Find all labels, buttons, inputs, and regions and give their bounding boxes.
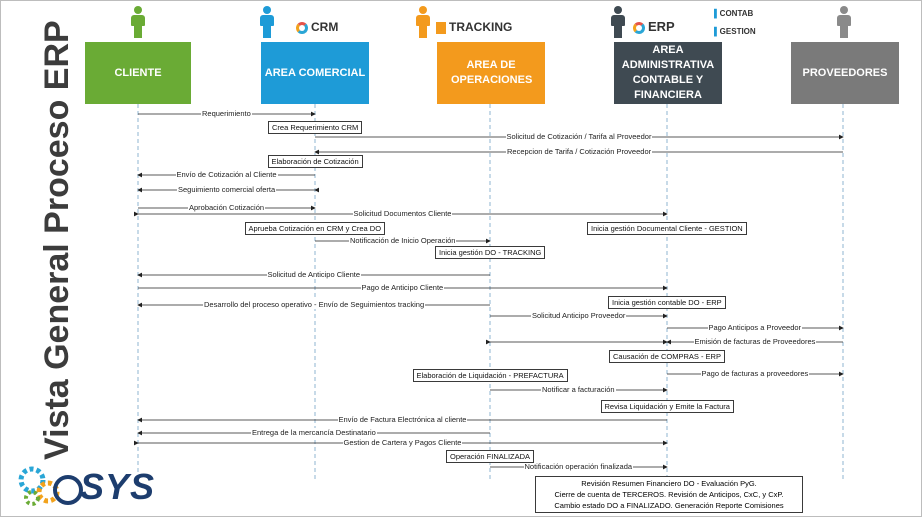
isys-logo-text: SYS <box>80 466 156 507</box>
erp-logo: ERP <box>633 19 675 34</box>
message-label: Desarrollo del proceso operativo - Envío… <box>203 300 426 309</box>
activity-box: Aprueba Cotización en CRM y Crea DO <box>244 222 386 235</box>
erp-logo-text: ERP <box>648 19 675 34</box>
message-label: Aprobación Cotización <box>188 203 266 212</box>
activity-box: Inicia gestión DO - TRACKING <box>435 246 546 259</box>
activity-box: Elaboración de Liquidación - PREFACTURA <box>412 369 568 382</box>
message-label: Requerimiento <box>201 109 252 118</box>
lane-header-administrativa: AREA ADMINISTRATIVA CONTABLE Y FINANCIER… <box>614 42 722 104</box>
message-label: Notificación operación finalizada <box>523 462 634 471</box>
contab-logo: ▌CONTAB <box>714 9 754 18</box>
message-label: Emisión de facturas de Proveedores <box>693 337 817 346</box>
activity-box: Inicia gestión Documental Cliente - GEST… <box>587 222 747 235</box>
message-label: Solicitud de Anticipo Cliente <box>266 270 362 279</box>
crm-logo: CRM <box>296 20 338 34</box>
message-label: Pago Anticipos a Proveedor <box>707 323 803 332</box>
isys-gear-icon <box>18 466 83 506</box>
lane-header-comercial: AREA COMERCIAL <box>261 42 369 104</box>
lane-label-comercial: AREA COMERCIAL <box>264 66 366 79</box>
message-label: Envío de Cotización al Cliente <box>175 170 278 179</box>
final-note-line2: Cierre de cuenta de TERCEROS. Revisión d… <box>554 490 784 499</box>
tracking-logo: TRACKING <box>436 20 512 34</box>
message-label: Solicitud Anticipo Proveedor <box>531 311 627 320</box>
activity-box: Inicia gestión contable DO - ERP <box>608 296 726 309</box>
message-label: Solicitud Documentos Cliente <box>352 209 453 218</box>
lane-label-proveedores: PROVEEDORES <box>802 66 888 79</box>
lane-header-cliente: CLIENTE <box>85 42 191 104</box>
message-label: Notificar a facturación <box>541 385 616 394</box>
lane-label-cliente: CLIENTE <box>114 66 162 79</box>
activity-box: Elaboración de Cotización <box>267 155 363 168</box>
message-label: Gestion de Cartera y Pagos Cliente <box>342 438 463 447</box>
message-label: Pago de Anticipo Cliente <box>360 283 445 292</box>
lane-header-proveedores: PROVEEDORES <box>791 42 899 104</box>
final-note: Revisión Resumen Financiero DO - Evaluac… <box>535 476 803 513</box>
contab-logo-text: CONTAB <box>719 9 754 18</box>
message-label: Pago de facturas a proveedores <box>700 369 810 378</box>
message-label: Notificación de Inicio Operación <box>349 236 457 245</box>
crm-logo-text: CRM <box>311 20 339 34</box>
person-operaciones-icon <box>414 6 432 38</box>
person-comercial-icon <box>258 6 276 38</box>
message-label: Solicitud de Cotización / Tarifa al Prov… <box>505 132 653 141</box>
lane-header-operaciones: AREA DE OPERACIONES <box>437 42 545 104</box>
message-label: Entrega de la mercancía Destinatario <box>251 428 377 437</box>
lane-label-administrativa: AREA ADMINISTRATIVA CONTABLE Y FINANCIER… <box>621 44 715 101</box>
gestion-logo-text: GESTION <box>719 27 756 36</box>
activity-box: Revisa Liquidación y Emite la Factura <box>600 400 734 413</box>
tracking-logo-text: TRACKING <box>449 20 513 34</box>
person-cliente-icon <box>129 6 147 38</box>
activity-box: Operación FINALIZADA <box>446 450 535 463</box>
activity-box: Crea Requerimiento CRM <box>268 121 363 134</box>
message-label: Recepcion de Tarifa / Cotización Proveed… <box>506 147 653 156</box>
tracking-square-icon <box>436 21 446 34</box>
final-note-line1: Revisión Resumen Financiero DO - Evaluac… <box>581 479 757 488</box>
gestion-logo: ▌GESTION <box>714 27 756 36</box>
final-note-line3: Cambio estado DO a FINALIZADO. Generació… <box>554 501 784 510</box>
message-label: Envío de Factura Electrónica al cliente <box>337 415 468 424</box>
crm-ring-icon <box>296 21 308 34</box>
person-administrativa-icon <box>609 6 627 38</box>
activity-box: Causación de COMPRAS - ERP <box>609 350 725 363</box>
person-proveedores-icon <box>835 6 853 38</box>
message-label: Seguimiento comercial oferta <box>177 185 277 194</box>
lane-label-operaciones: AREA DE OPERACIONES <box>451 59 533 86</box>
erp-ring-icon <box>633 21 645 34</box>
